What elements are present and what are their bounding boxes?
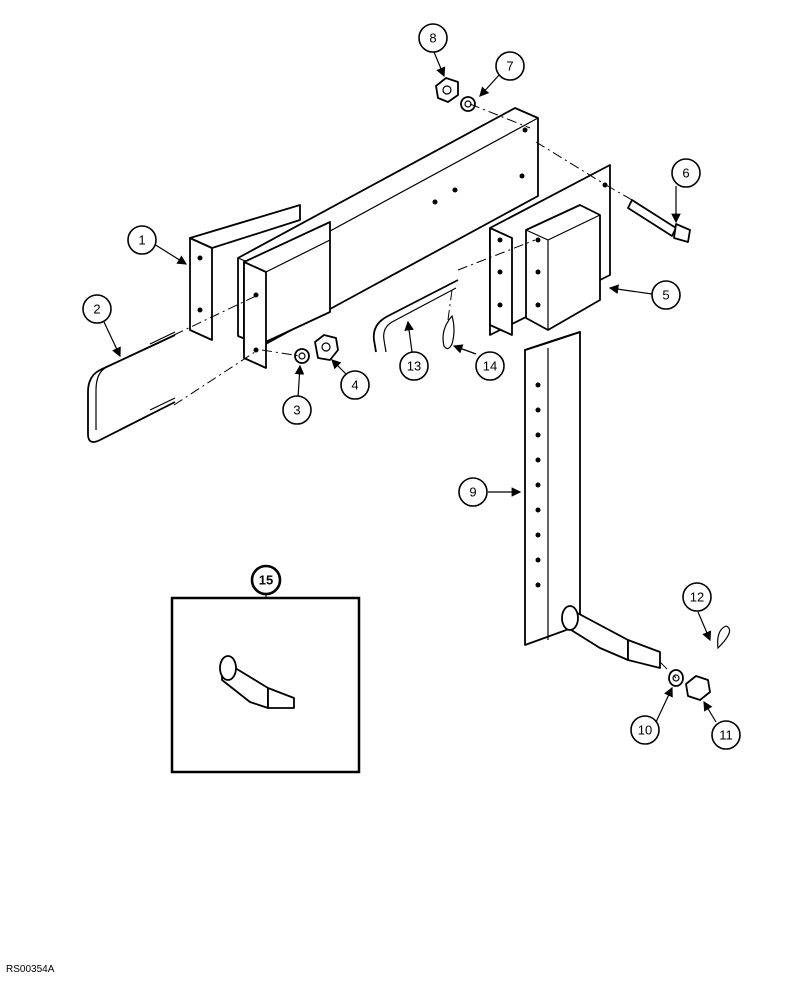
callout-8-label: 8 (429, 31, 436, 46)
callout-1-label: 1 (138, 233, 145, 248)
hitch-pin (372, 279, 459, 353)
callout-13: 13 (399, 351, 429, 381)
callout-5: 5 (651, 280, 681, 310)
castle-nut (685, 675, 711, 701)
spindle (561, 605, 661, 669)
callout-5-label: 5 (662, 288, 669, 303)
callout-15-label: 15 (259, 573, 273, 588)
callout-11: 11 (711, 720, 741, 750)
callout-6: 6 (671, 158, 701, 188)
callout-6-label: 6 (682, 166, 689, 181)
callout-2-label: 2 (93, 302, 100, 317)
centerlines (173, 103, 677, 679)
callout-10-label: 10 (638, 723, 652, 738)
top-lock-washer (460, 96, 476, 112)
callout-9: 9 (458, 477, 488, 507)
callout-3: 3 (282, 395, 312, 425)
callout-1: 1 (127, 225, 157, 255)
callout-3-label: 3 (293, 403, 300, 418)
callout-4-label: 4 (351, 378, 358, 393)
callout-7-label: 7 (506, 59, 513, 74)
callout-11-label: 11 (719, 728, 733, 743)
top-hex-nut (435, 77, 459, 103)
lock-washer (294, 348, 310, 364)
leader-lines (103, 51, 717, 723)
callout-12: 12 (682, 582, 712, 612)
callout-8: 8 (418, 23, 448, 53)
callout-12-label: 12 (690, 590, 704, 605)
detail-inset (170, 596, 361, 774)
right-mounting-bracket (489, 164, 611, 336)
cotter-pin (717, 625, 731, 650)
hex-nut (314, 334, 339, 361)
callout-9-label: 9 (469, 485, 476, 500)
left-mounting-bracket (189, 204, 331, 369)
callout-14-label: 14 (483, 359, 497, 374)
callout-4: 4 (340, 370, 370, 400)
callout-14: 14 (475, 351, 505, 381)
callout-15: 15 (250, 564, 282, 596)
u-bolt (87, 331, 176, 443)
vertical-tube (524, 331, 581, 646)
reference-code: RS00354A (6, 964, 55, 975)
callout-13-label: 13 (407, 359, 421, 374)
spring-clip (442, 314, 455, 350)
callout-7: 7 (495, 51, 525, 81)
callout-10: 10 (630, 715, 660, 745)
bolt (627, 199, 691, 243)
callout-2: 2 (82, 294, 112, 324)
